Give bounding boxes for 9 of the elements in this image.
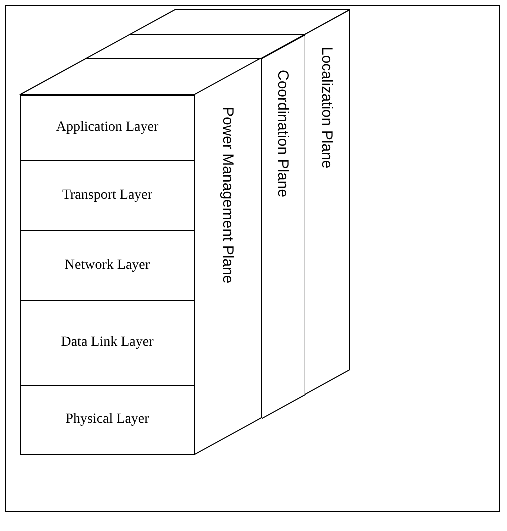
layer-label: Data Link Layer — [61, 335, 154, 351]
layer-band — [20, 385, 195, 455]
layer-label: Physical Layer — [66, 412, 150, 428]
layer-label: Network Layer — [64, 258, 150, 274]
plane-label: Localization Plane — [318, 46, 336, 168]
layer-label: Application Layer — [56, 120, 159, 136]
layer-label: Transport Layer — [62, 188, 153, 204]
plane-label: Power Management Plane — [219, 106, 236, 284]
plane-label: Coordination Plane — [274, 70, 292, 198]
